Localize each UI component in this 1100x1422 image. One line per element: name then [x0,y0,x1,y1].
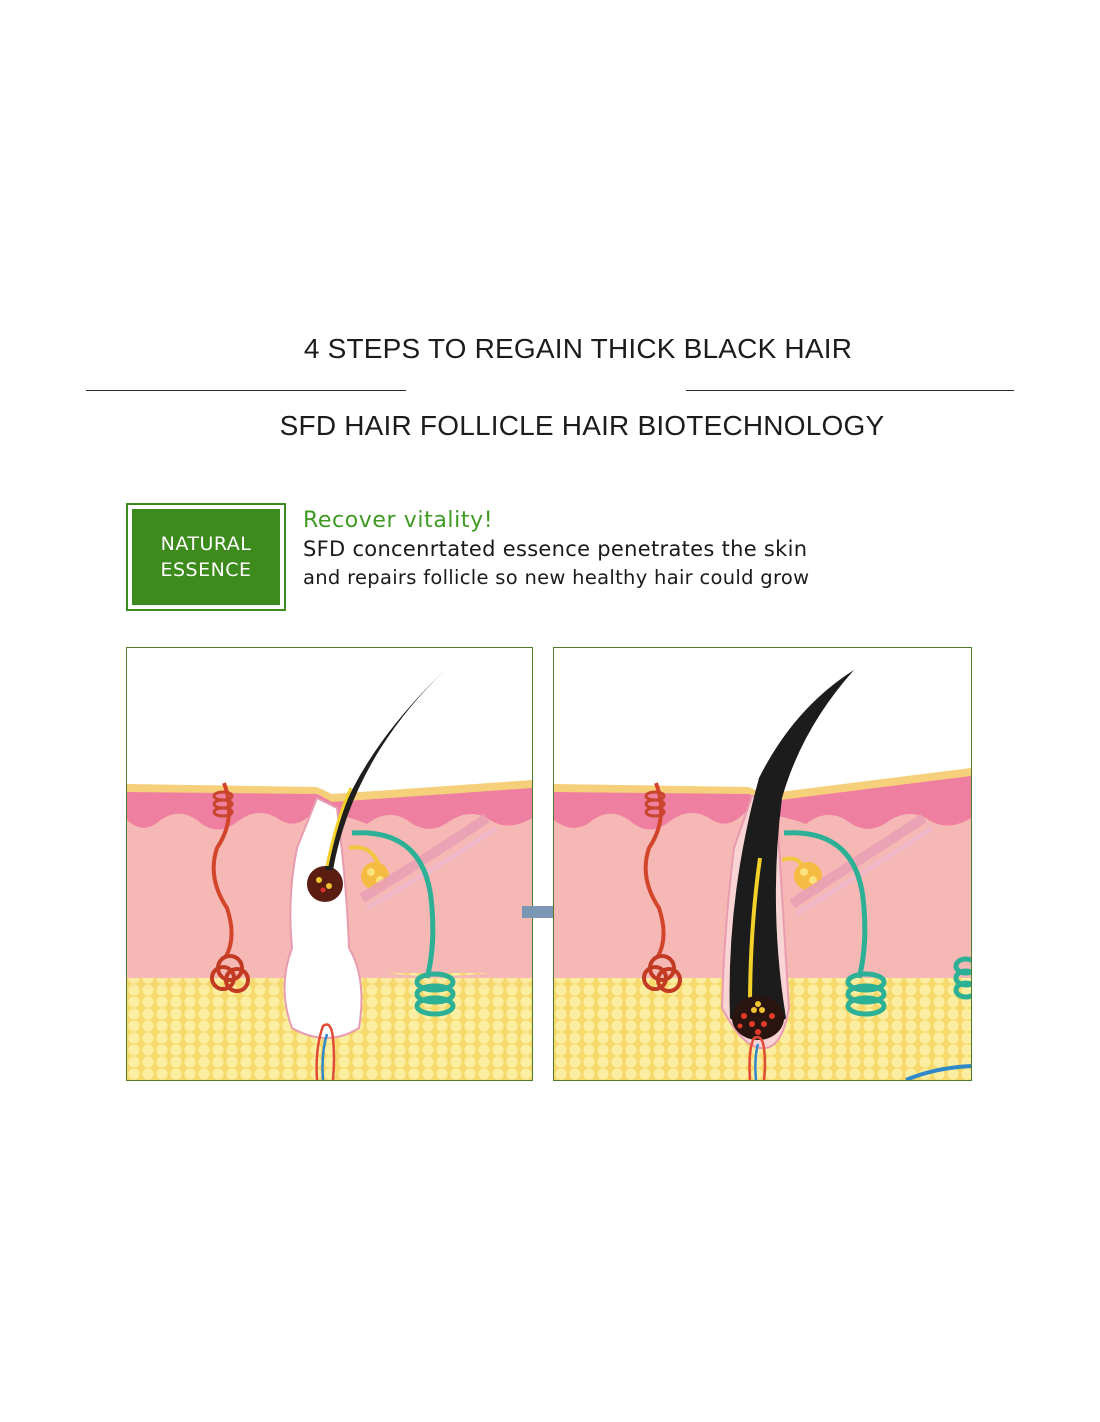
divider-right [686,390,1014,391]
tagline: Recover vitality! [303,508,494,533]
page-subtitle: SFD HAIR FOLLICLE HAIR BIOTECHNOLOGY [279,410,885,441]
badge-line-2: ESSENCE [160,559,252,581]
natural-essence-badge: NATURAL ESSENCE [126,503,286,611]
follicle-before-svg [127,668,532,1080]
badge-fill: NATURAL ESSENCE [132,509,280,605]
description-line-2: and repairs follicle so new healthy hair… [303,566,810,589]
follicle-after-svg [554,670,971,1080]
badge-line-1: NATURAL [160,533,252,555]
divider-left [86,390,406,391]
page-title: 4 STEPS TO REGAIN THICK BLACK HAIR [303,333,853,364]
illustration-after [553,647,972,1081]
illustration-before [126,647,533,1081]
description-line-1: SFD concenrtated essence penetrates the … [303,537,808,561]
